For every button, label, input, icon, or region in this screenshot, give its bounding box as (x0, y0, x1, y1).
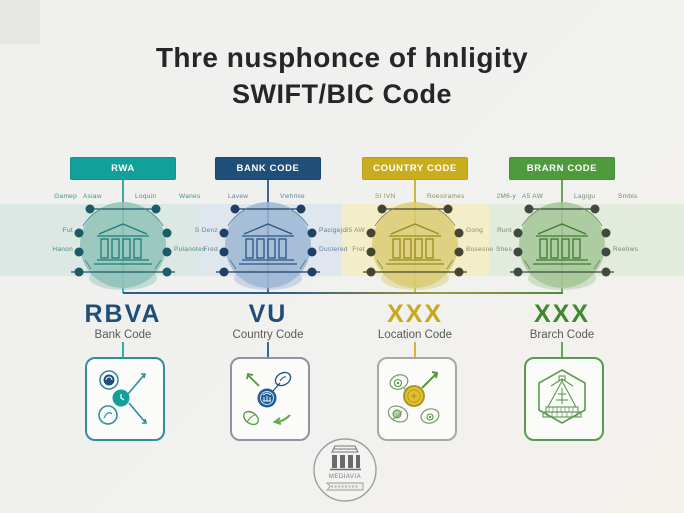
code-label: Location Code (377, 329, 453, 341)
title-line-1: Thre nusphonce of hnligity (155, 42, 529, 73)
connector-line (122, 342, 124, 357)
connector-line-horizontal (123, 292, 563, 294)
ring-label: Runt (497, 227, 512, 234)
code-value: XXX (533, 300, 591, 328)
ring-label: Reetiws (613, 246, 639, 253)
code-label: Bank Code (94, 329, 152, 341)
code-value: VU (248, 300, 288, 328)
code-label: Brarch Code (529, 329, 595, 341)
ring-label: Busesne (466, 246, 494, 253)
ring-label: Lagigu (574, 193, 596, 200)
ring-label: Shes (495, 246, 512, 253)
ring-label: Fred (203, 246, 218, 253)
header-pill: COUNTRY CODE (362, 157, 468, 180)
coin-feather-icon (243, 371, 292, 426)
connector-line (267, 342, 269, 357)
header-pill: BRARN CODE (509, 157, 615, 180)
ring-label: SI IVN (375, 193, 396, 200)
ring-label: Vwhmie (280, 193, 305, 200)
ring-label: A5 AW (522, 193, 544, 200)
ring-label: Dustered (319, 246, 348, 253)
bank-circle-diagram: Lavew Vwhmie S Denz Fred Pacigejo Duster… (158, 190, 378, 310)
icon-box (524, 357, 604, 441)
bank-circle-diagram: Gamep Asiaw Loquin Wanes Fut Hanon Pulan… (13, 190, 233, 310)
bank-building-icon (216, 202, 320, 290)
ring-label: Pacigejo (319, 227, 347, 234)
coin-leaves-icon (387, 371, 440, 424)
ring-label: Gong (466, 227, 484, 234)
icon-box (85, 357, 165, 441)
logo-text: MEDIAVIA (329, 474, 361, 480)
ring-label: Pulanotes (174, 246, 206, 253)
connector-line (414, 342, 416, 357)
ring-label: S Denz (194, 227, 218, 234)
bank-circle-diagram: 2M6-y A5 AW Lagigu Smbis Runt Shes Reeti… (452, 190, 672, 310)
connector-line (561, 342, 563, 357)
icon-box (377, 357, 457, 441)
bank-circle-diagram: SI IVN Roesirames 35 AW Fret Gong Busesn… (305, 190, 525, 310)
page-title: Thre nusphonce of hnligity SWIFT/BIC Cod… (0, 42, 684, 110)
ring-label: Fret (352, 246, 365, 253)
header-pill: RWA (70, 157, 176, 180)
ring-label: Fut (62, 227, 73, 234)
network-arrows-icon (98, 370, 148, 425)
bank-building-icon (510, 202, 614, 290)
hexagon-pagoda-icon (538, 369, 586, 424)
icon-box (230, 357, 310, 441)
code-value: RBVA (84, 300, 162, 328)
bank-building-icon (363, 202, 467, 290)
ring-label: Wanes (179, 193, 201, 200)
ring-label: Hanon (52, 246, 73, 253)
title-line-2: SWIFT/BIC Code (232, 79, 452, 109)
ring-label: 2M6-y (496, 193, 516, 200)
ring-label: Loquin (135, 193, 157, 200)
code-value: XXX (386, 300, 444, 328)
ring-label: Roesirames (427, 193, 465, 200)
ring-label: Asiaw (83, 193, 102, 200)
ring-label: 35 AW (344, 227, 365, 234)
ring-label: Smbis (618, 193, 638, 200)
bank-building-icon (71, 202, 175, 290)
header-pill: BANK CODE (215, 157, 321, 180)
code-label: Country Code (232, 329, 304, 341)
ring-label: Lavew (228, 193, 249, 200)
corner-shade (0, 0, 40, 44)
ring-label: Gamep (54, 193, 77, 200)
mediavia-logo: MEDIAVIA (313, 438, 377, 502)
